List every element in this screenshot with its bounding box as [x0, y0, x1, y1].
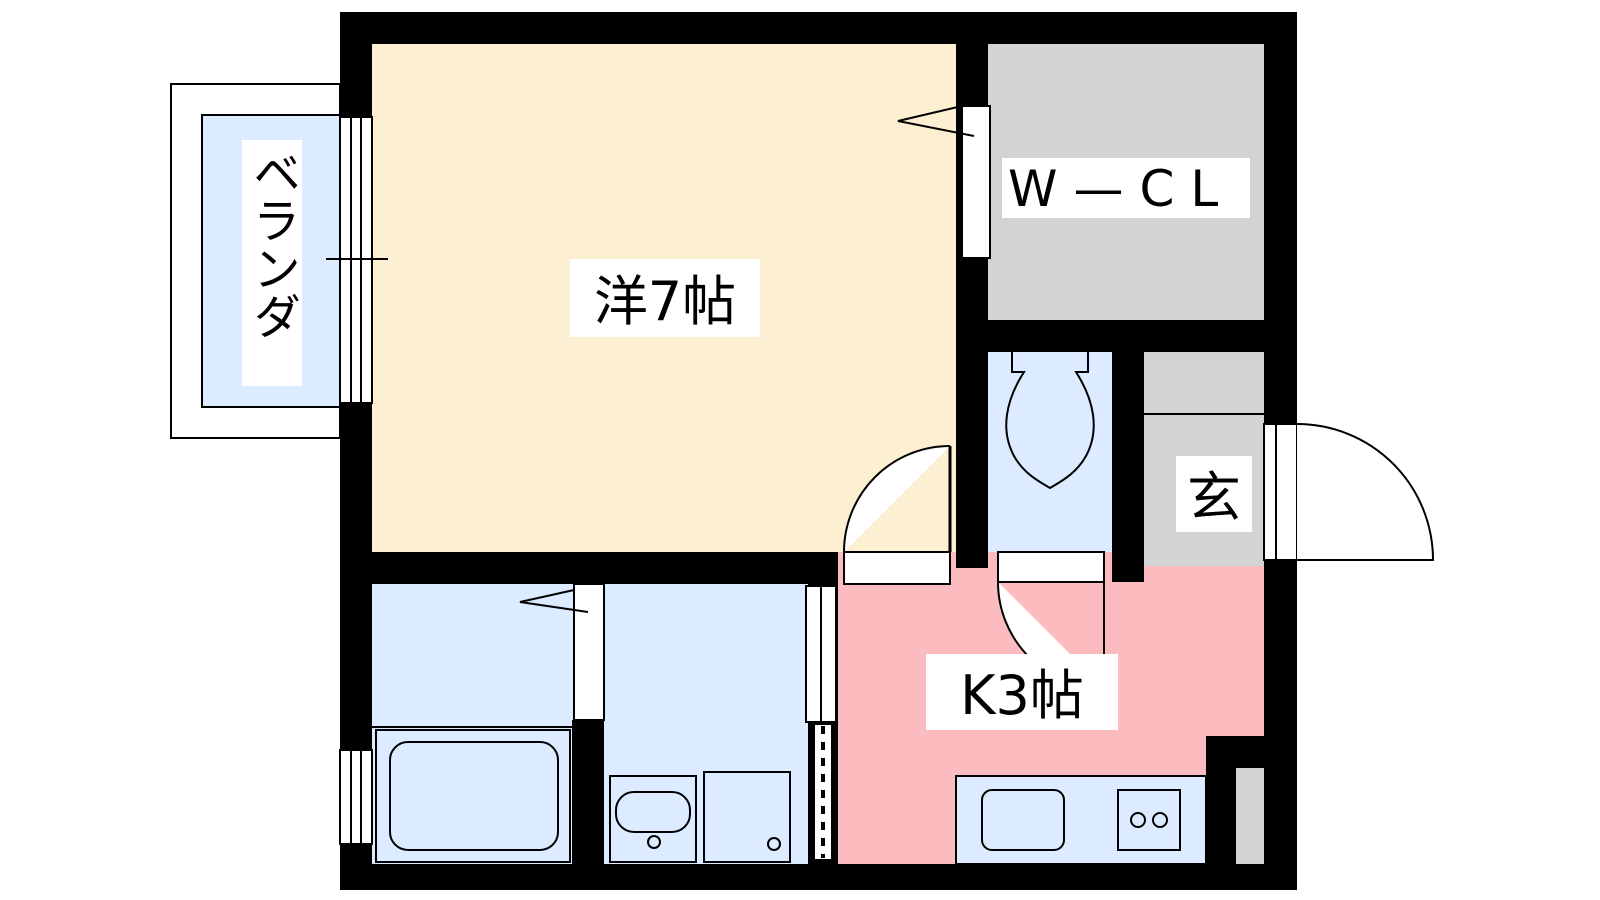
- entrance-label: 玄: [1187, 466, 1241, 529]
- washbasin-bowl: [615, 791, 691, 833]
- west-room-door-swing: [843, 445, 951, 553]
- west-room-door-opening: [843, 551, 951, 585]
- bathroom-window: [339, 749, 373, 845]
- kitchen-label: K3帖: [960, 664, 1084, 727]
- wall-west-room-bottom: [372, 552, 838, 584]
- entrance-door-swing: [1296, 423, 1435, 561]
- balcony-label-bg: [242, 140, 302, 386]
- western-room-label-bg: [570, 259, 760, 337]
- western-room-label: 洋7帖: [594, 270, 736, 333]
- washbasin-drain: [647, 835, 661, 849]
- wall-wcl-bottom: [988, 320, 1264, 352]
- wcl-door-swing: [897, 105, 975, 137]
- stove-burner-left: [1130, 812, 1146, 828]
- wall-bath-wash: [572, 720, 604, 864]
- kitchen-stove: [1117, 789, 1181, 851]
- wall-toilet-right: [1112, 352, 1144, 582]
- balcony-label: ベランダ: [244, 148, 300, 340]
- washing-machine-drain: [767, 837, 781, 851]
- toilet-bowl: [1005, 352, 1095, 490]
- stove-burner-right: [1152, 812, 1168, 828]
- entrance-label-bg: [1176, 456, 1252, 532]
- bathtub-inner: [389, 741, 559, 851]
- entrance-door-opening: [1263, 423, 1298, 561]
- wcl-label: W—CL: [1008, 160, 1234, 218]
- bathroom-door-swing: [519, 589, 589, 613]
- wcl-label-bg: [1002, 158, 1250, 218]
- kitchen-sink: [981, 789, 1065, 851]
- kitchen-label-bg: [926, 654, 1118, 730]
- kitchen-storage: [1236, 768, 1264, 864]
- wcl-door: [961, 105, 991, 259]
- toilet-door-opening: [997, 551, 1105, 583]
- bathroom-door: [573, 583, 605, 721]
